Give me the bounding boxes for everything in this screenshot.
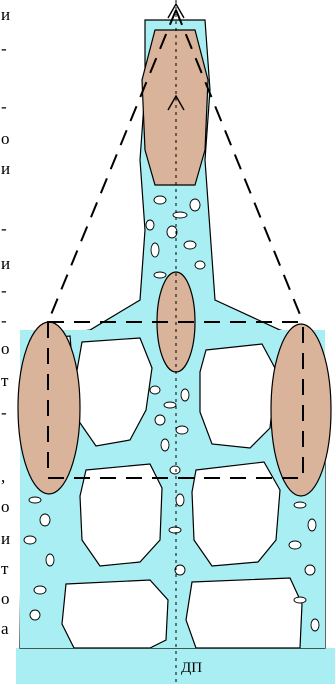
white-block [200, 344, 276, 448]
axis-label: ДП [181, 660, 202, 677]
top-oval [142, 30, 208, 185]
white-block [62, 580, 168, 648]
white-block [186, 578, 302, 648]
right-oval [271, 324, 331, 496]
white-block [80, 464, 162, 566]
